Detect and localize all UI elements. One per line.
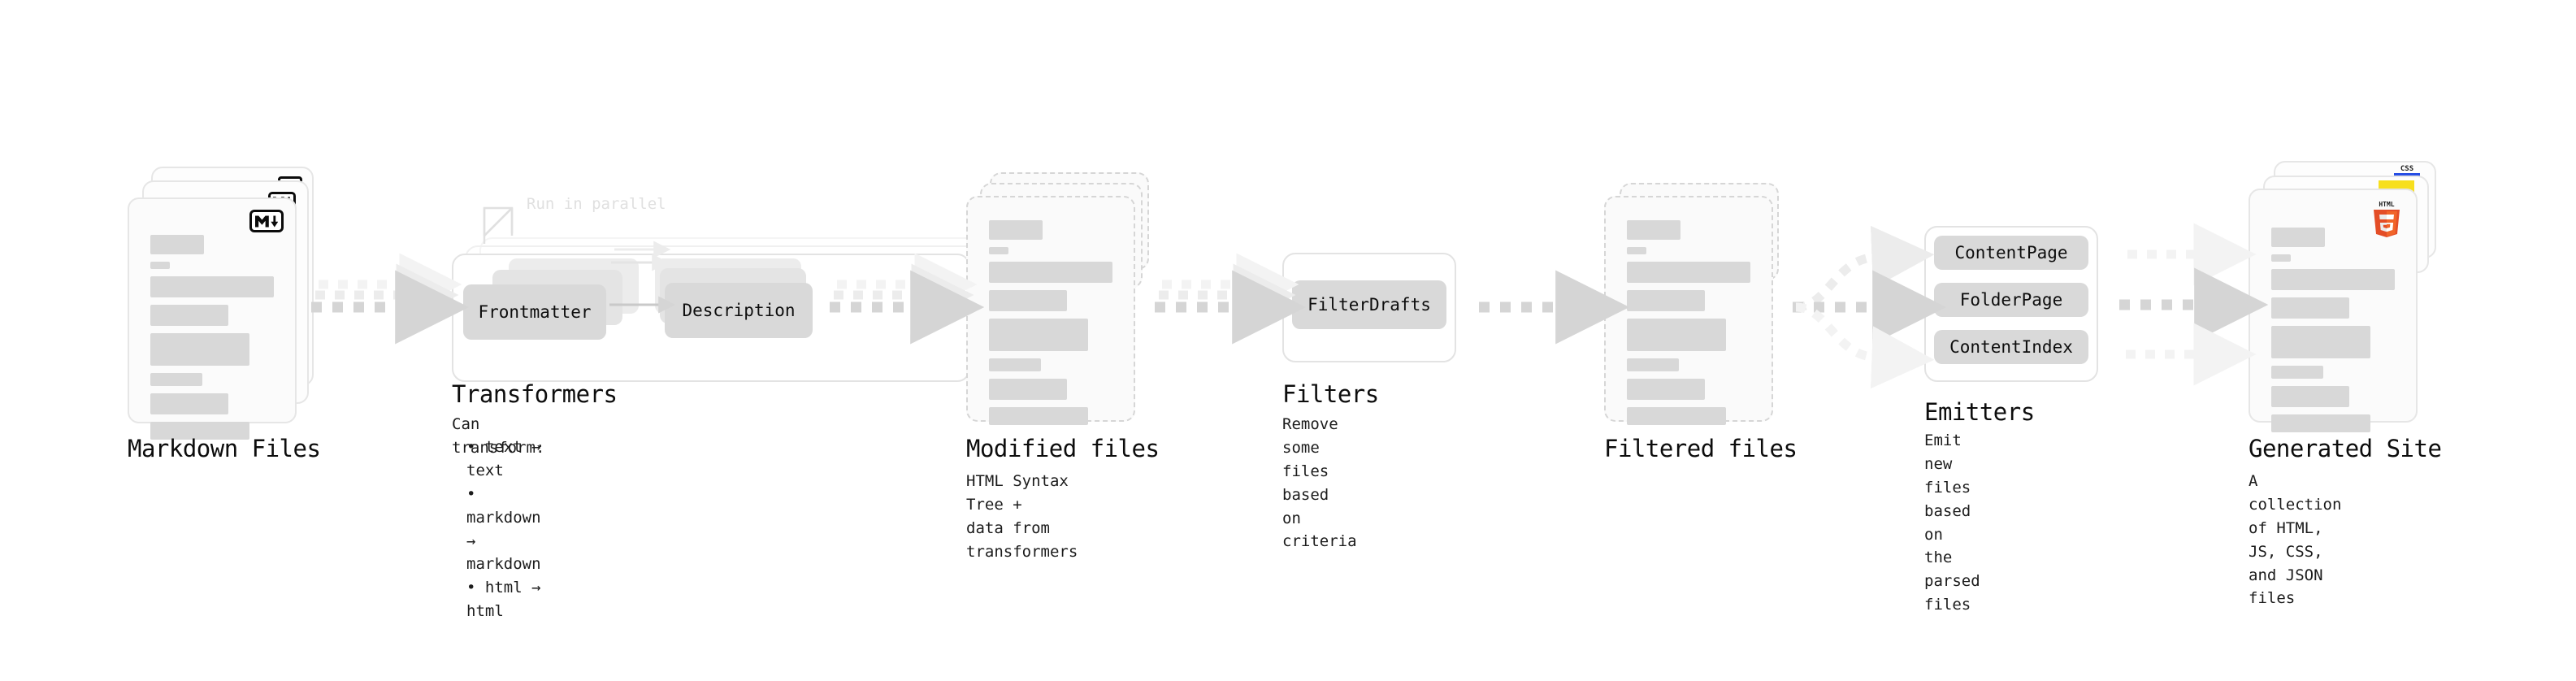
card-placeholder-lines <box>2271 228 2395 440</box>
css-badge: CSS <box>2391 159 2423 197</box>
connector-md-to-transformers <box>311 253 470 345</box>
connector-emitters-to-site <box>2119 223 2269 386</box>
transformers-bullet-1: • markdown → markdown <box>466 484 541 574</box>
card-placeholder-lines <box>150 235 274 447</box>
transformer-pill-description[interactable]: Description <box>665 283 813 338</box>
transformers-title: Transformers <box>452 380 618 408</box>
generated-site-description: A collection of HTML, JS, CSS, and JSON … <box>2249 472 2342 608</box>
connector-modified-to-filters <box>1155 253 1307 345</box>
connector-filtered-to-emitters <box>1793 225 1947 389</box>
transformers-bullet-2: • html → html <box>466 579 541 621</box>
emitters-pill-folderpage[interactable]: FolderPage <box>1934 283 2088 317</box>
site-card-front: HTML <box>2249 189 2418 432</box>
markdown-files-title: Markdown Files <box>128 435 321 462</box>
filtered-card-front <box>1604 196 1773 425</box>
svg-text:CSS: CSS <box>2400 165 2413 173</box>
markdown-card-front <box>128 197 297 440</box>
run-in-parallel-note: Run in parallel <box>527 195 666 213</box>
modified-card-front <box>966 196 1135 425</box>
modified-files-description: HTML Syntax Tree + data from transformer… <box>966 472 1078 561</box>
modified-files-title: Modified files <box>966 435 1160 462</box>
html5-badge: HTML <box>2369 198 2405 239</box>
emitters-pill-contentindex[interactable]: ContentIndex <box>1934 330 2088 364</box>
card-placeholder-lines <box>1627 220 1750 432</box>
emitters-title: Emitters <box>1924 398 2035 426</box>
transformers-bullets: • text → text • markdown → markdown • ht… <box>452 436 541 623</box>
transformers-description: Can transform: <box>452 415 545 457</box>
filters-description: Remove some files based on criteria <box>1282 415 1357 551</box>
transformers-bullet-0: • text → text <box>466 438 541 479</box>
emitters-pill-contentpage[interactable]: ContentPage <box>1934 236 2088 270</box>
svg-text:HTML: HTML <box>2379 201 2394 208</box>
card-placeholder-lines <box>989 220 1112 432</box>
emitters-description: Emit new files based on the parsed files <box>1924 432 1980 614</box>
generated-site-title: Generated Site <box>2249 435 2442 462</box>
transformer-pill-frontmatter[interactable]: Frontmatter <box>463 284 606 340</box>
filtered-files-title: Filtered files <box>1604 435 1798 462</box>
filters-title: Filters <box>1282 380 1379 408</box>
markdown-badge-front <box>249 210 284 232</box>
filters-pill-filterdrafts[interactable]: FilterDrafts <box>1292 280 1446 329</box>
